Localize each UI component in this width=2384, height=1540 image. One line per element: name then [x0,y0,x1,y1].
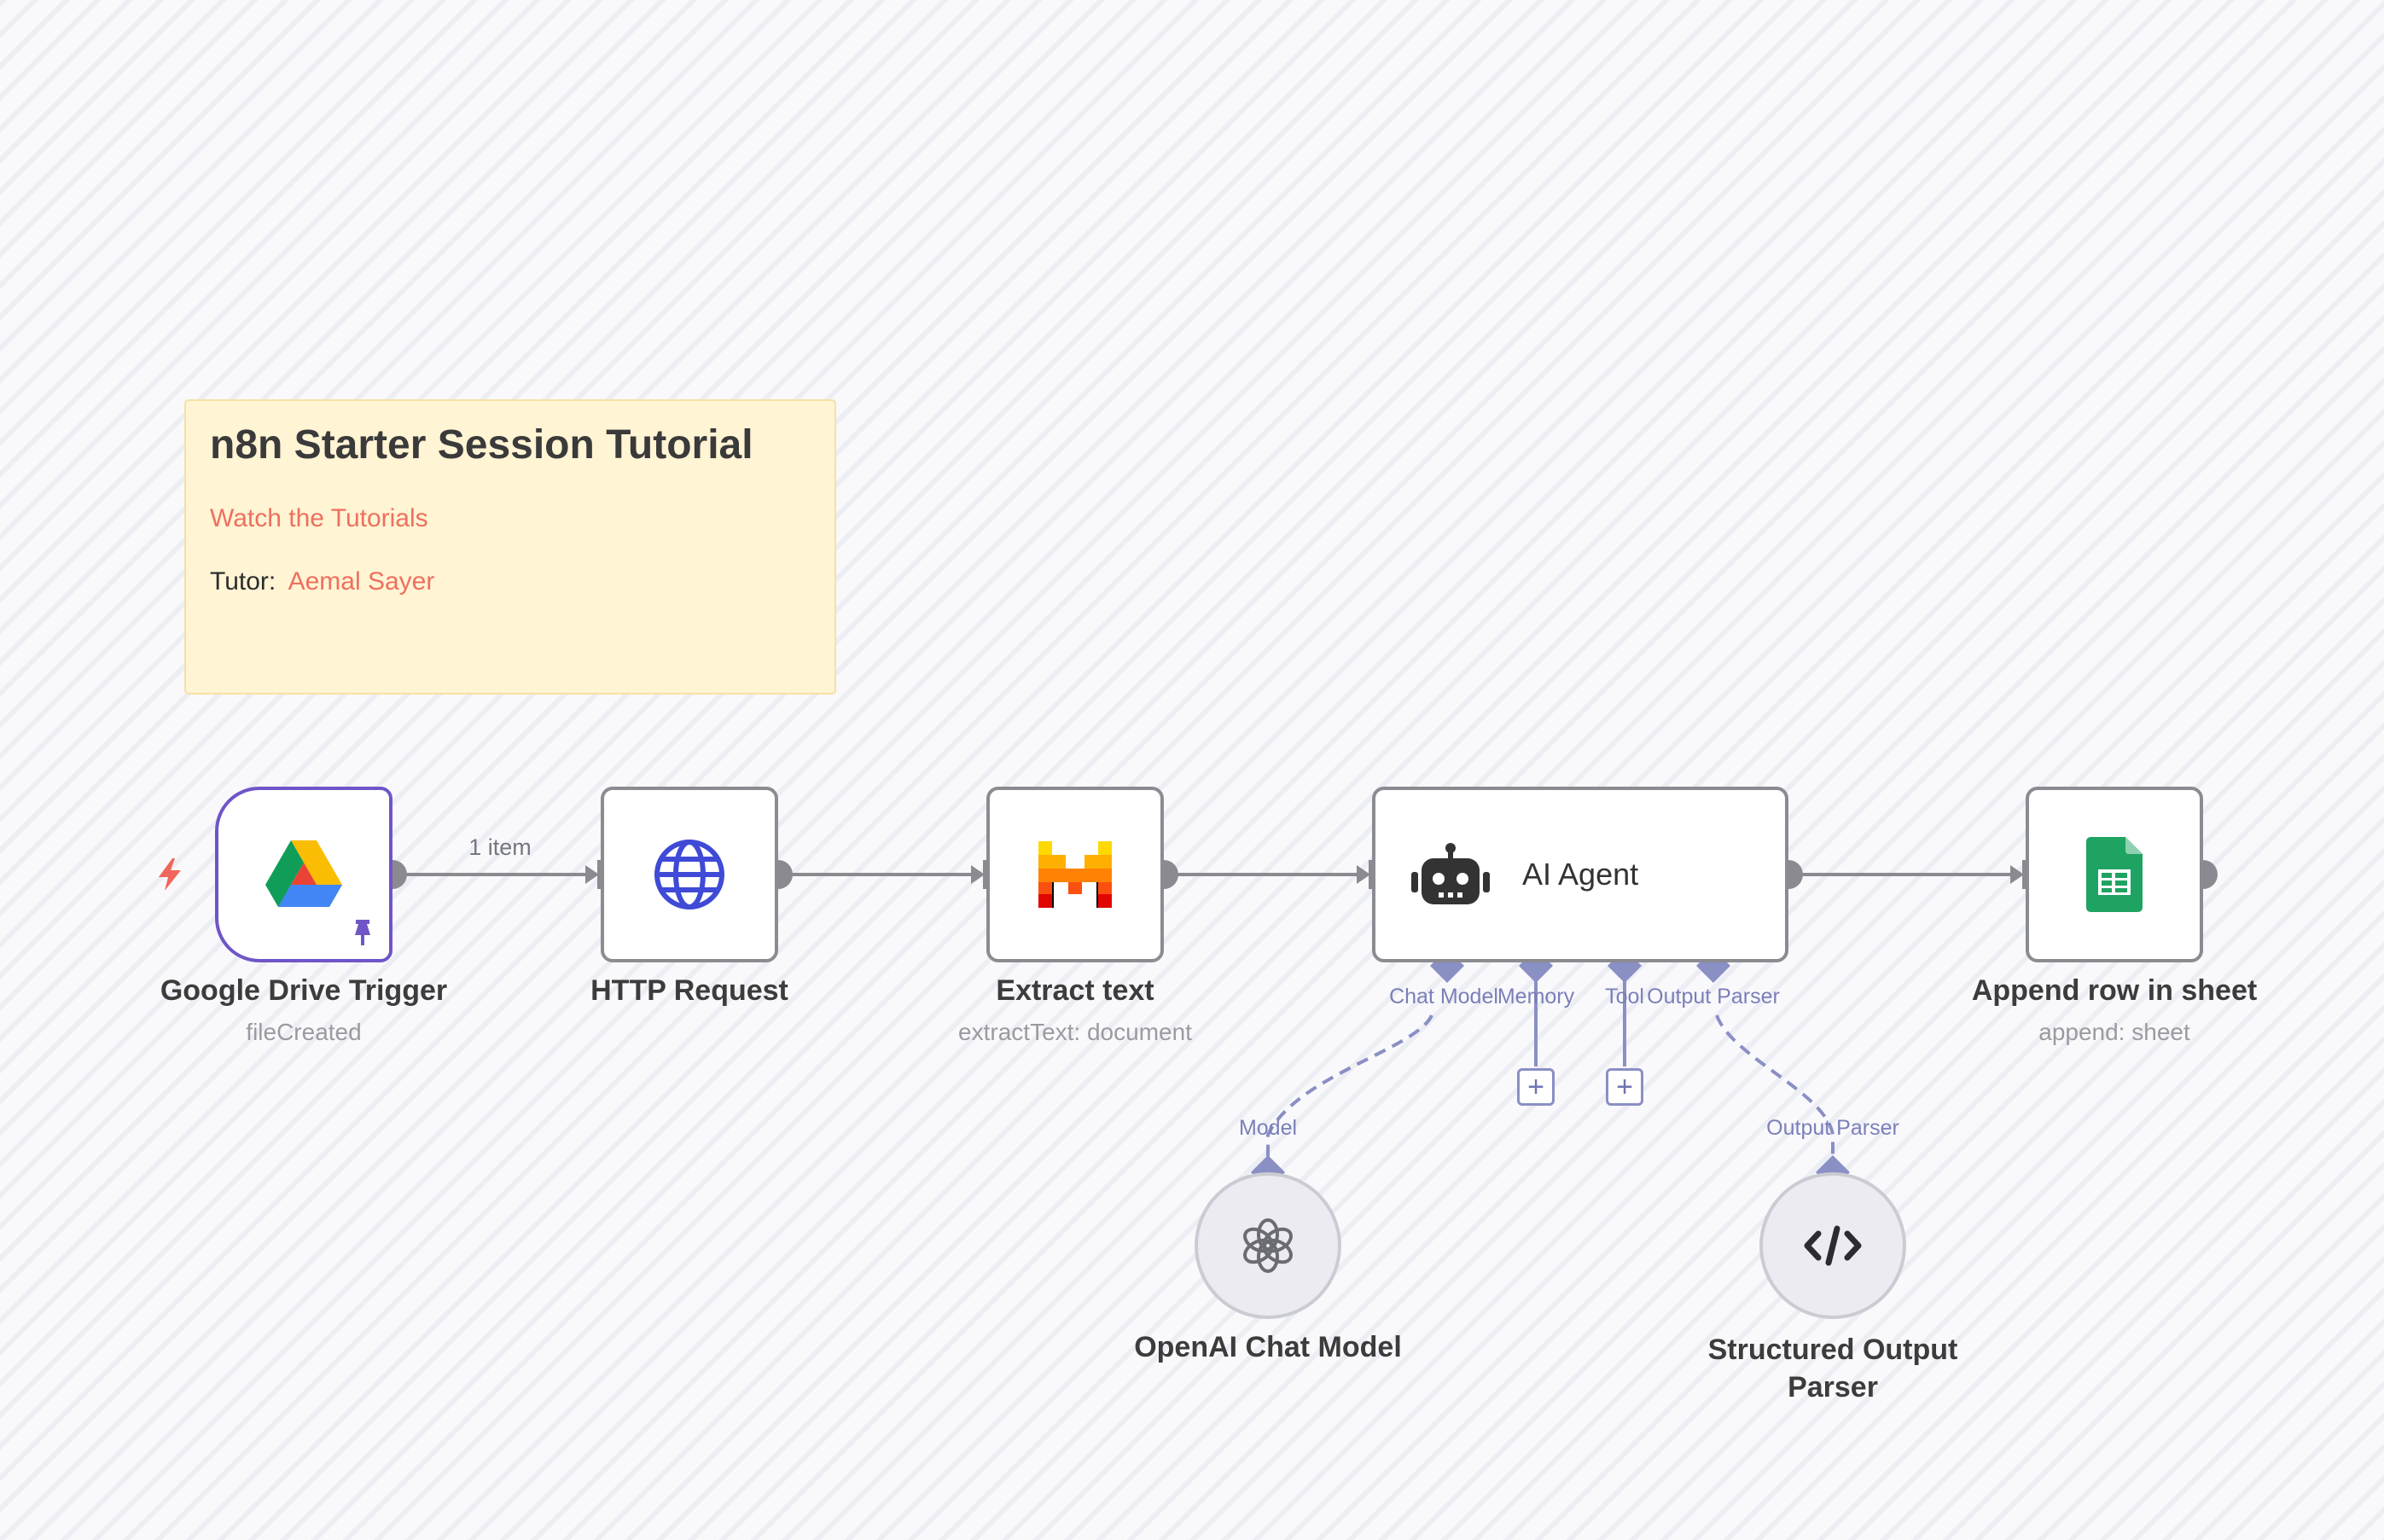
node-label: Append row in sheet [1971,974,2258,1007]
google-sheets-icon [2086,837,2143,912]
trigger-bolt-icon [159,858,181,891]
node-label: Structured Output Parser [1707,1334,1958,1403]
node-structured-output-parser[interactable] [1759,1172,1906,1319]
node-subtitle: append: sheet [2038,1019,2190,1045]
node-subtitle: extractText: document [958,1019,1192,1045]
node-ai-agent[interactable]: AI Agent [1372,787,1788,962]
node-label: HTTP Request [590,974,788,1007]
port-label-chat-model: Chat Model [1389,985,1498,1008]
node-http-request[interactable] [601,787,778,962]
code-icon [1804,1225,1862,1266]
tutor-prefix: Tutor: [210,567,276,596]
globe-icon [654,840,724,909]
edge-item-count: 1 item [468,834,532,860]
node-openai-chat-model[interactable] [1195,1172,1341,1319]
node-label: AI Agent [1522,857,1639,892]
node-google-drive-trigger[interactable] [215,787,392,962]
tutorials-link[interactable]: Watch the Tutorials [210,504,428,532]
node-label: OpenAI Chat Model [1134,1331,1402,1363]
port-label-output-parser: Output Parser [1647,985,1780,1008]
openai-icon [1243,1218,1293,1273]
pin-icon[interactable] [352,918,374,947]
port-label-output-parser-sub: Output Parser [1766,1116,1899,1140]
sticky-note[interactable]: n8n Starter Session Tutorial Watch the T… [184,399,836,694]
port-label-tool: Tool [1605,985,1644,1008]
node-label: Extract text [996,974,1154,1007]
mistral-icon [1038,841,1112,908]
node-label: Google Drive Trigger [160,974,448,1007]
tutor-link[interactable]: Aemal Sayer [288,567,435,596]
port-label-memory: Memory [1497,985,1575,1008]
port-label-model: Model [1238,1116,1298,1140]
connection-parser [1715,1014,1835,1171]
add-memory-button[interactable]: + [1517,1068,1555,1106]
connection-model [1266,1014,1433,1171]
node-append-row-in-sheet[interactable] [2026,787,2203,962]
node-extract-text[interactable] [986,787,1164,962]
add-tool-button[interactable]: + [1606,1068,1643,1106]
robot-icon [1411,843,1490,904]
sticky-title: n8n Starter Session Tutorial [210,422,753,468]
google-drive-icon [265,840,342,907]
node-subtitle: fileCreated [246,1019,362,1045]
